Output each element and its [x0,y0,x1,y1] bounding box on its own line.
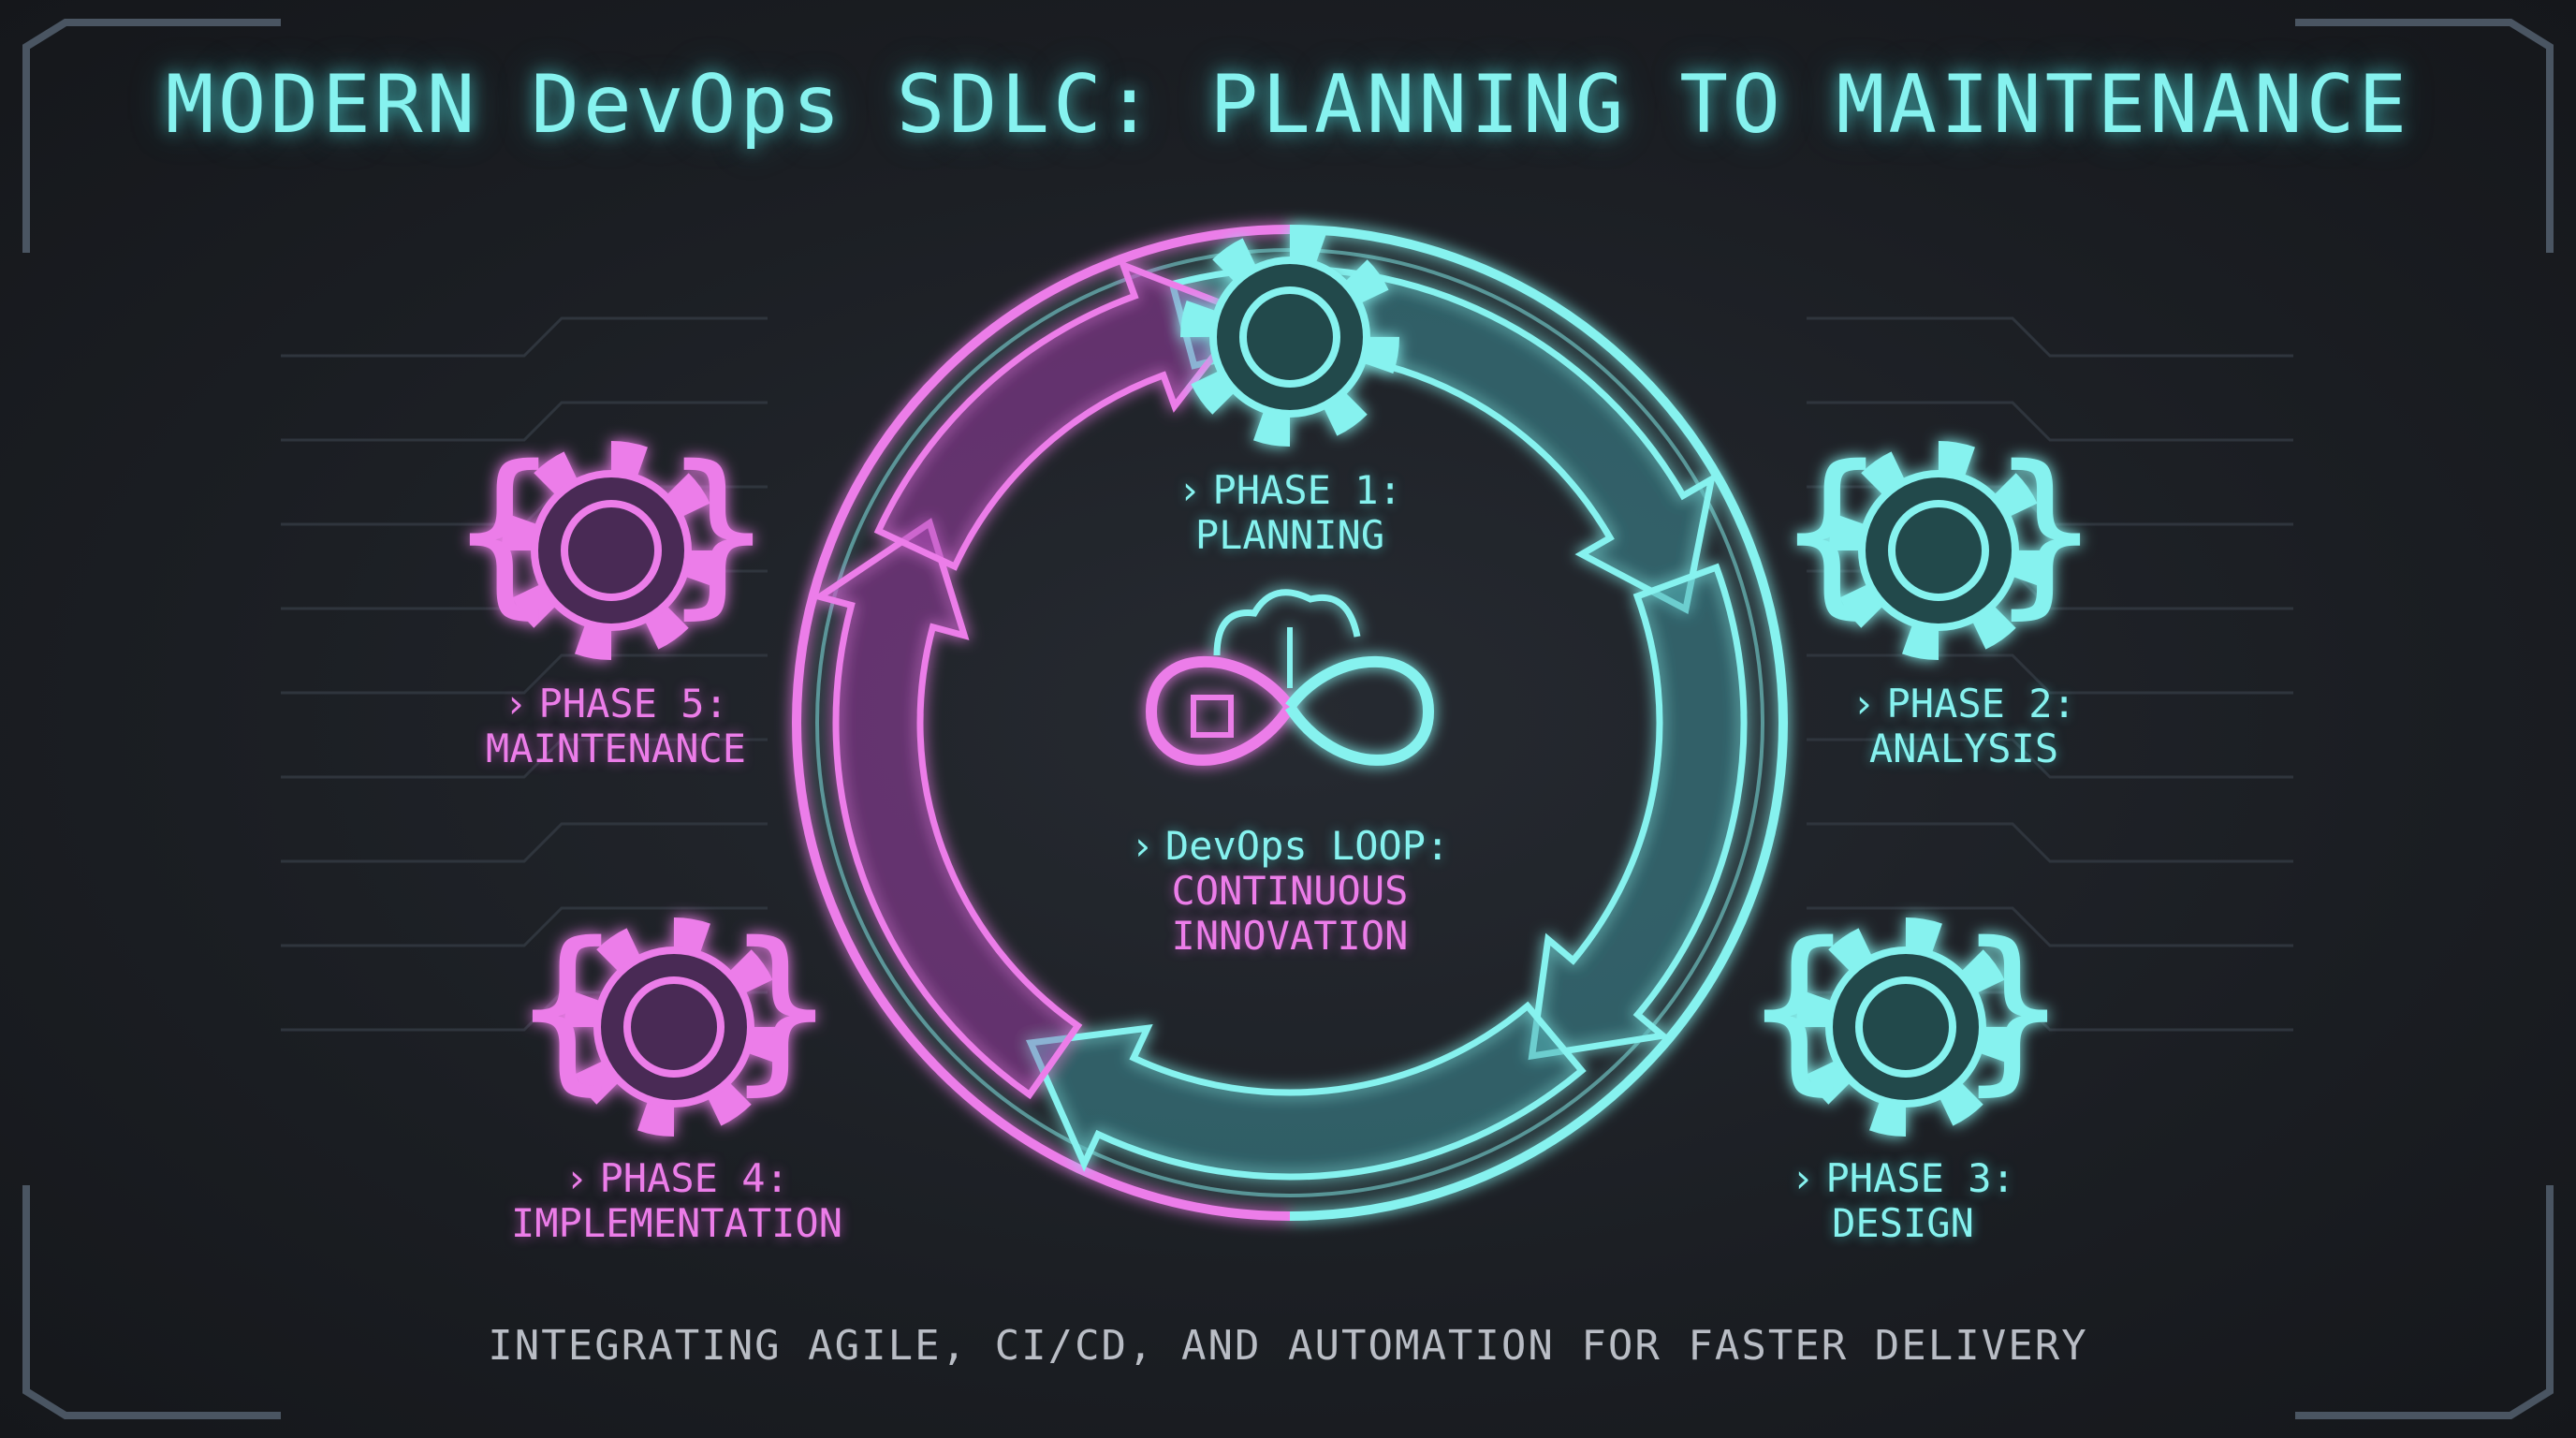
frame-corners [22,19,2554,1419]
circuit-trace [1807,822,2293,863]
phase-heading: PHASE 3: [1825,1155,2015,1201]
cycle-arrow-5 [873,259,1252,571]
phase-1-label: ›PHASE 1:PLANNING [1178,468,1402,558]
svg-text:{ }: { } [513,904,834,1111]
circuit-trace [1807,738,2293,779]
phase-4-label: ›PHASE 4:IMPLEMENTATION [511,1156,842,1246]
center-heading: DevOps LOOP: [1164,823,1450,869]
chevron-right-icon: › [1791,1155,1815,1201]
circuit-trace [281,485,768,526]
phase-3-label: ›PHASE 3:DESIGN [1791,1156,2015,1246]
loop-ring [792,225,1788,1221]
chevron-right-icon: › [564,1155,589,1201]
circuit-trace [281,653,768,695]
phase-name: ANALYSIS [1868,726,2059,771]
center-label: ›DevOps LOOP: CONTINUOUS INNOVATION [1131,824,1450,959]
infinity-cloud-chip-icon [1145,589,1435,766]
circuit-trace [281,822,768,863]
footer-tagline: INTEGRATING AGILE, CI/CD, AND AUTOMATION… [488,1322,2088,1370]
chevron-right-icon: › [1852,681,1876,726]
phase-name: MAINTENANCE [485,726,747,771]
circuit-trace [281,401,768,442]
chevron-right-icon: › [504,681,528,726]
phase-name: IMPLEMENTATION [510,1200,843,1246]
phase-5-label: ›PHASE 5:MAINTENANCE [486,682,746,771]
phase-heading: PHASE 4: [599,1155,789,1201]
cycle-arrow-3 [1025,1001,1587,1181]
cycle-arrow-2 [1528,563,1748,1061]
phase-name: PLANNING [1194,512,1385,558]
phase-heading: PHASE 2: [1886,681,2076,726]
chevron-right-icon: › [1130,823,1154,869]
phase-name: DESIGN [1832,1200,1974,1246]
gear-check-icon [1180,227,1399,447]
svg-text:{ }: { } [450,428,771,635]
circuit-trace [1807,316,2293,358]
gear-magnifier-chart-icon: { } [1778,428,2100,660]
gear-wrench-shield-icon: { } [450,428,772,660]
phase-gears: { } { } { } { } [450,227,2100,1137]
center-subtitle-2: INNOVATION [1171,913,1409,959]
circuit-trace [1807,401,2293,442]
circuit-trace [281,906,768,947]
cycle-arrow-4 [812,518,1083,1100]
chevron-right-icon: › [1178,467,1202,513]
gear-blueprint-pencil-icon: { } [1745,904,2067,1137]
phase-heading: PHASE 5: [538,681,728,726]
page-title: MODERN DevOps SDLC: PLANNING TO MAINTENA… [165,58,2411,152]
phase-heading: PHASE 1: [1212,467,1402,513]
svg-text:{ }: { } [1745,904,2066,1111]
gear-code-window-icon: { } [513,904,835,1137]
phase-2-label: ›PHASE 2:ANALYSIS [1852,682,2076,771]
center-subtitle-1: CONTINUOUS [1171,868,1409,914]
circuit-trace [1807,906,2293,947]
circuit-trace [281,316,768,358]
svg-text:{ }: { } [1778,428,2099,635]
circuit-trace [281,738,768,779]
